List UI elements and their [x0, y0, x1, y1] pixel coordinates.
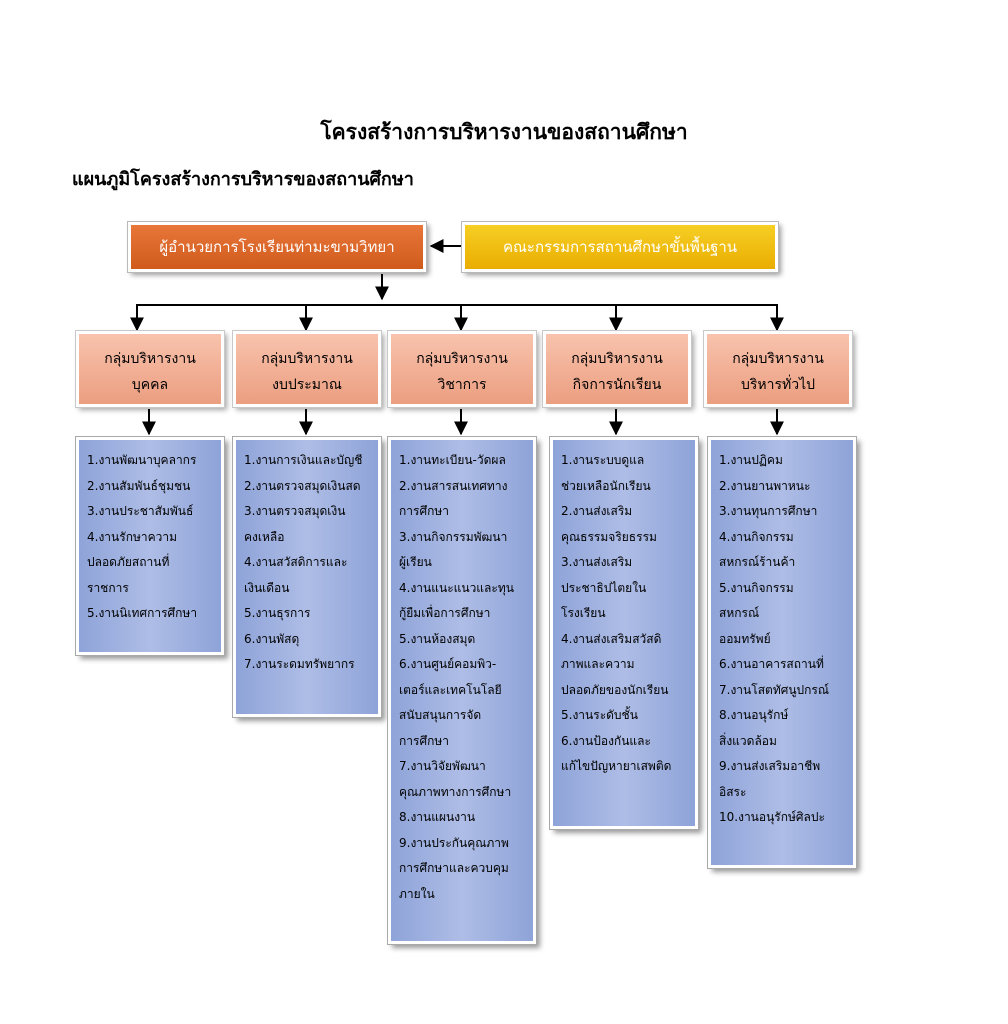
task-item: โรงเรียน [561, 606, 606, 620]
task-item: สหกรณ์ร้านค้า [719, 555, 796, 569]
tasks-student-affairs-box: 1.งานระบบดูแล ช่วยเหลือนักเรียน 2.งานส่ง… [550, 437, 698, 829]
task-item: 2.งานสัมพันธ์ชุมชน [87, 478, 191, 493]
task-item: 5.งานนิเทศการศึกษา [87, 606, 198, 620]
task-item: 5.งานระดับชั้น [561, 708, 638, 722]
task-item: เงินเดือน [244, 580, 290, 595]
task-item: ภาพและความ [561, 657, 635, 671]
task-item: 3.งานตรวจสมุดเงิน [244, 504, 346, 518]
task-item: 4.งานแนะแนวและทุน [399, 580, 514, 595]
group-budget-box: กลุ่มบริหารงาน งบประมาณ [233, 331, 381, 407]
group-title-line: บริหารทั่วไป [740, 377, 816, 393]
group-title-line: กิจการนักเรียน [572, 377, 662, 393]
task-item: 2.งานยานพาหนะ [719, 478, 811, 493]
task-item: 2.งานสารสนเทศทาง [399, 478, 508, 493]
task-item: 4.งานรักษาความ [87, 529, 178, 544]
task-item: คุณภาพทางการศึกษา [399, 784, 512, 799]
task-item: เตอร์และเทคโนโลยี [399, 682, 502, 697]
task-item: 5.งานกิจกรรม [719, 580, 794, 595]
task-item: กู้ยืมเพื่อการศึกษา [399, 606, 491, 620]
task-item: ราชการ [87, 580, 129, 595]
task-item: 1.งานระบบดูแล [561, 453, 645, 467]
task-item: 2.งานส่งเสริม [561, 504, 633, 518]
page-title: โครงสร้างการบริหารงานของสถานศึกษา [320, 120, 688, 144]
task-item: สหกรณ์ [719, 606, 760, 620]
school-board-box: คณะกรรมการสถานศึกษาขั้นพื้นฐาน [462, 222, 778, 272]
task-item: 9.งานส่งเสริมอาชีพ [719, 759, 821, 773]
director-box: ผู้อำนวยการโรงเรียนท่ามะขามวิทยา [128, 222, 426, 272]
group-title-line: กลุ่มบริหารงาน [261, 351, 353, 367]
group-academic-box: กลุ่มบริหารงาน วิชาการ [388, 331, 536, 407]
task-item: 7.งานโสตทัศนูปกรณ์ [719, 682, 830, 697]
task-item: 6.งานศูนย์คอมพิว- [399, 657, 497, 671]
task-item: 6.งานป้องกันและ [561, 733, 651, 748]
task-item: 4.งานสวัสดิการและ [244, 555, 348, 569]
group-title-line: บุคคล [131, 377, 169, 393]
task-item: ออมทรัพย์ [719, 631, 771, 646]
task-item: 6.งานพัสดุ [244, 631, 300, 646]
task-item: การศึกษา [399, 504, 449, 518]
tasks-budget-box: 1.งานการเงินและบัญชี 2.งานตรวจสมุดเงินสด… [233, 437, 381, 717]
group-title-line: กลุ่มบริหารงาน [732, 351, 824, 367]
group-title-line: งบประมาณ [272, 377, 342, 393]
task-item: แก้ไขปัญหายาเสพติด [561, 759, 672, 773]
task-item: สนับสนุนการจัด [399, 708, 482, 722]
task-item: 5.งานห้องสมุด [399, 631, 476, 646]
task-item: 1.งานพัฒนาบุคลากร [87, 453, 197, 467]
task-item: 4.งานส่งเสริมสวัสดิ [561, 631, 662, 646]
task-item: 2.งานตรวจสมุดเงินสด [244, 478, 361, 493]
group-title-line: กลุ่มบริหารงาน [104, 351, 196, 367]
task-item: 3.งานส่งเสริม [561, 555, 633, 569]
task-item: 1.งานการเงินและบัญชี [244, 453, 363, 467]
task-item: ปลอดภัยของนักเรียน [561, 682, 669, 697]
task-item: 3.งานประชาสัมพันธ์ [87, 504, 194, 518]
task-item: คุณธรรมจริยธรรม [561, 529, 657, 544]
task-item: อิสระ [719, 784, 747, 799]
task-item: 3.งานกิจกรรมพัฒนา [399, 529, 508, 544]
task-item: ผู้เรียน [399, 555, 432, 569]
task-item: คงเหลือ [244, 529, 285, 544]
task-item: 7.งานระดมทรัพยากร [244, 657, 355, 671]
task-item: 6.งานอาคารสถานที่ [719, 657, 824, 671]
task-item: 7.งานวิจัยพัฒนา [399, 759, 486, 773]
group-title-line: วิชาการ [437, 377, 487, 393]
task-item: การศึกษา [399, 733, 449, 748]
tasks-personnel-box: 1.งานพัฒนาบุคลากร 2.งานสัมพันธ์ชุมชน 3.ง… [76, 437, 224, 655]
task-item: ภายใน [399, 886, 435, 901]
task-item: 8.งานแผนงาน [399, 810, 476, 824]
chart-subtitle: แผนภูมิโครงสร้างการบริหารของสถานศึกษา [72, 169, 414, 190]
tasks-academic-box: 1.งานทะเบียน-วัดผล 2.งานสารสนเทศทาง การศ… [388, 437, 536, 944]
task-item: 3.งานทุนการศึกษา [719, 504, 818, 518]
task-item: สิ่งแวดล้อม [719, 733, 777, 748]
task-item: 4.งานกิจกรรม [719, 529, 794, 544]
group-general-admin-box: กลุ่มบริหารงาน บริหารทั่วไป [704, 331, 852, 407]
task-item: 5.งานธุรการ [244, 606, 311, 620]
task-item: ประชาธิปไตยใน [561, 580, 647, 595]
task-item: ช่วยเหลือนักเรียน [561, 478, 651, 493]
group-student-affairs-box: กลุ่มบริหารงาน กิจการนักเรียน [543, 331, 691, 407]
group-personnel-box: กลุ่มบริหารงาน บุคคล [76, 331, 224, 407]
task-item: 1.งานปฏิคม [719, 453, 783, 467]
tasks-general-admin-box: 1.งานปฏิคม 2.งานยานพาหนะ 3.งานทุนการศึกษ… [708, 437, 856, 868]
task-item: ปลอดภัยสถานที่ [87, 555, 170, 569]
task-item: 9.งานประกันคุณภาพ [399, 835, 509, 850]
task-item: 10.งานอนุรักษ์ศิลปะ [719, 810, 825, 824]
group-title-line: กลุ่มบริหารงาน [571, 351, 663, 367]
task-item: การศึกษาและควบคุม [399, 861, 509, 875]
group-title-line: กลุ่มบริหารงาน [416, 351, 508, 367]
task-item: 8.งานอนุรักษ์ [719, 708, 789, 722]
task-item: 1.งานทะเบียน-วัดผล [399, 453, 506, 467]
